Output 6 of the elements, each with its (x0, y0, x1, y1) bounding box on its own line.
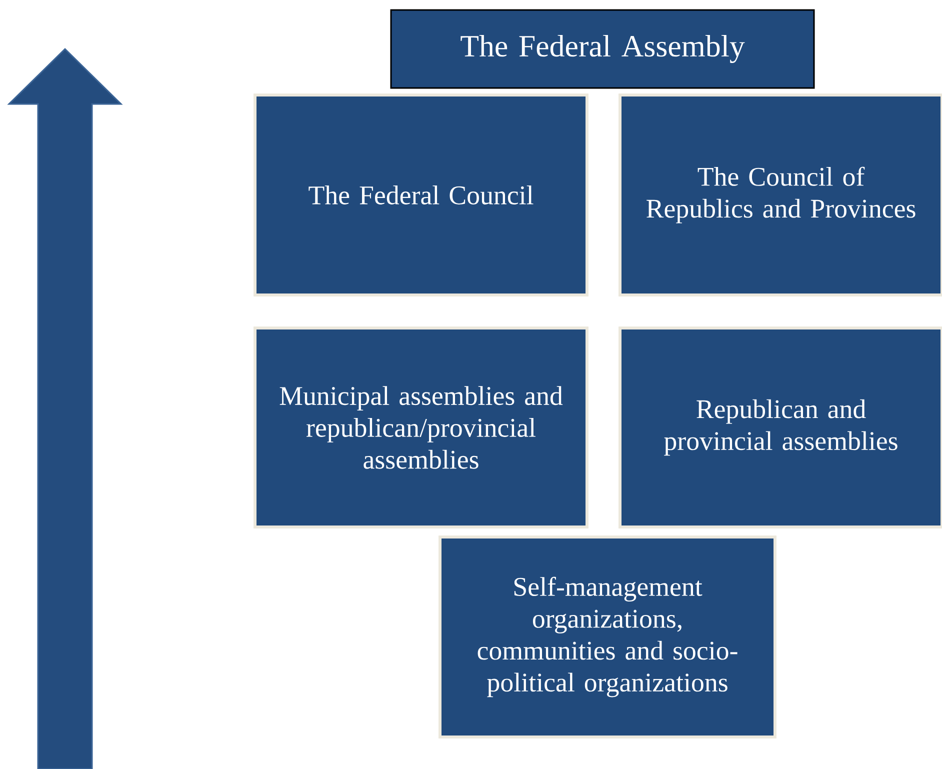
level-box: Municipal assemblies and republican/provincial assemblies (254, 326, 588, 528)
level-box: Republican and provincial assemblies (618, 326, 942, 528)
title-box: The Federal Assembly (390, 9, 815, 89)
level-box: The Federal Council (254, 94, 588, 296)
level-box: Self-management organizations, communities and socio-political organizations (438, 536, 776, 738)
level-box: The Council of Republics and Provinces (618, 94, 942, 296)
